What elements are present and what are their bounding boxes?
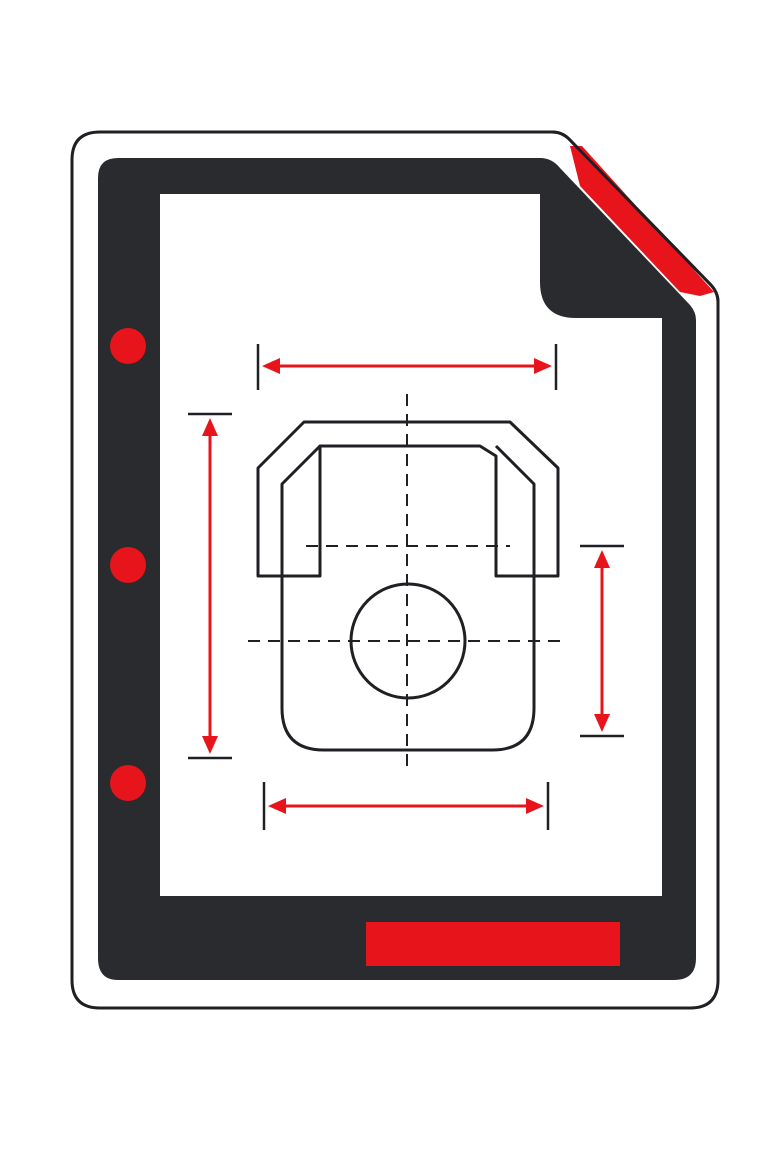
folded-corner-accent [570, 146, 714, 296]
left-dimension-arrow [202, 418, 218, 754]
dimension-arrows [202, 358, 610, 814]
binder-hole-top [110, 328, 146, 364]
part-cap-inner [280, 444, 536, 576]
binder-hole-bottom [110, 765, 146, 801]
right-dimension-arrow [594, 550, 610, 732]
part-cap-outline [256, 420, 560, 578]
center-lines [248, 394, 566, 772]
binder-hole-middle [110, 547, 146, 583]
label-bar [366, 922, 620, 966]
part-body-outline [280, 576, 536, 752]
top-dimension-arrow [262, 358, 552, 374]
dimension-extension-lines [188, 344, 624, 830]
folded-corner-outline [551, 130, 720, 303]
bottom-dimension-arrow [268, 798, 544, 814]
